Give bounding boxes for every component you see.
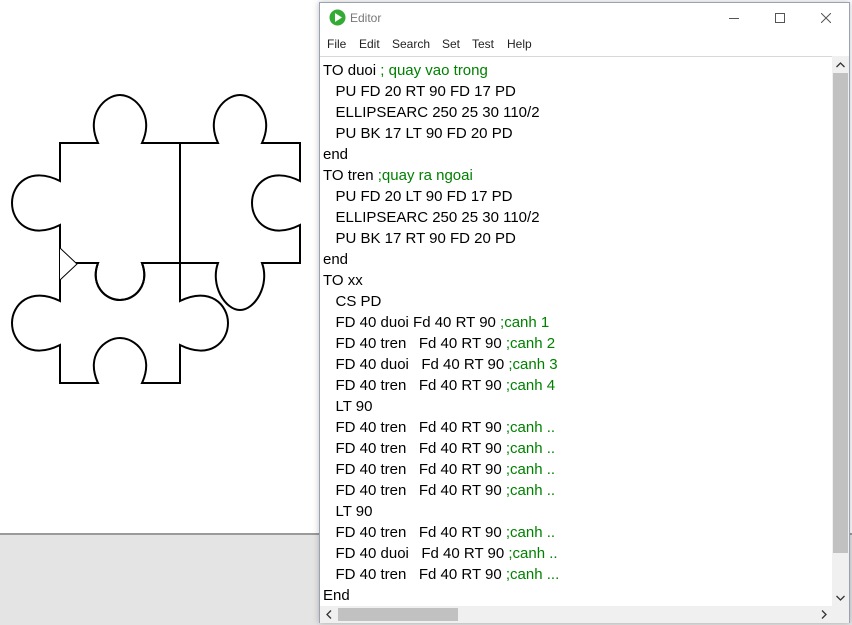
code-line: FD 40 duoi Fd 40 RT 90 ;canh .. <box>323 545 558 562</box>
minimize-button[interactable] <box>711 3 757 33</box>
code-line: PU BK 17 LT 90 FD 20 PD <box>323 125 513 142</box>
minimize-icon <box>729 18 739 19</box>
menu-set[interactable]: Set <box>442 37 461 51</box>
chevron-up-icon <box>836 61 845 67</box>
editor-window[interactable]: Editor File Edit Search Set Test Help TO… <box>319 2 850 623</box>
code-line: FD 40 duoi Fd 40 RT 90 ;canh 3 <box>323 356 558 373</box>
chevron-right-icon <box>821 610 827 619</box>
code-line: FD 40 tren Fd 40 RT 90 ;canh 4 <box>323 377 556 394</box>
scroll-left-button[interactable] <box>320 606 337 623</box>
scroll-right-button[interactable] <box>815 606 832 623</box>
vertical-scrollbar[interactable] <box>832 56 849 606</box>
close-icon <box>821 13 831 23</box>
code-editor[interactable]: TO duoi ; quay vao trong PU FD 20 RT 90 … <box>320 56 832 607</box>
chevron-down-icon <box>836 595 845 601</box>
scrollbar-corner <box>832 606 849 623</box>
horizontal-scrollbar[interactable] <box>320 606 832 623</box>
turtle-cursor-icon <box>59 247 78 281</box>
scroll-up-button[interactable] <box>832 56 849 73</box>
menu-test[interactable]: Test <box>472 37 495 51</box>
code-line: TO xx <box>323 272 363 289</box>
code-line: FD 40 tren Fd 40 RT 90 ;canh .. <box>323 482 556 499</box>
code-line: FD 40 tren Fd 40 RT 90 ;canh .. <box>323 440 556 457</box>
maximize-icon <box>775 13 785 23</box>
maximize-button[interactable] <box>757 3 803 33</box>
code-line: FD 40 tren Fd 40 RT 90 ;canh ... <box>323 566 560 583</box>
title-bar[interactable]: Editor <box>320 3 849 33</box>
puzzle-piece-bottom-left <box>10 262 230 384</box>
menu-bar: File Edit Search Set Test Help <box>320 33 849 55</box>
code-line: TO tren ;quay ra ngoai <box>323 167 473 184</box>
play-triangle-icon <box>329 9 346 26</box>
window-title: Editor <box>350 11 382 25</box>
code-line: PU FD 20 RT 90 FD 17 PD <box>323 83 516 100</box>
close-button[interactable] <box>803 3 849 33</box>
code-line: TO duoi ; quay vao trong <box>323 62 488 79</box>
code-line: CS PD <box>323 293 382 310</box>
menu-help[interactable]: Help <box>507 37 532 51</box>
menu-search[interactable]: Search <box>392 37 431 51</box>
code-line: end <box>323 146 349 163</box>
code-line: FD 40 tren Fd 40 RT 90 ;canh .. <box>323 461 556 478</box>
menu-edit[interactable]: Edit <box>359 37 380 51</box>
scroll-down-button[interactable] <box>832 589 849 606</box>
code-line: FD 40 tren Fd 40 RT 90 ;canh .. <box>323 524 556 541</box>
code-line: LT 90 <box>323 503 373 520</box>
code-line: end <box>323 251 349 268</box>
code-line: PU BK 17 RT 90 FD 20 PD <box>323 230 516 247</box>
code-line: FD 40 tren Fd 40 RT 90 ;canh .. <box>323 419 556 436</box>
puzzle-drawing <box>10 93 301 384</box>
code-line: FD 40 duoi Fd 40 RT 90 ;canh 1 <box>323 314 550 331</box>
code-line: PU FD 20 LT 90 FD 17 PD <box>323 188 513 205</box>
vertical-scroll-thumb[interactable] <box>833 73 848 553</box>
menu-file[interactable]: File <box>327 37 347 51</box>
code-line: ELLIPSEARC 250 25 30 110/2 <box>323 104 540 121</box>
horizontal-scroll-thumb[interactable] <box>338 608 458 621</box>
code-line: ELLIPSEARC 250 25 30 110/2 <box>323 209 540 226</box>
code-line: LT 90 <box>323 398 373 415</box>
chevron-left-icon <box>325 610 331 619</box>
code-line: FD 40 tren Fd 40 RT 90 ;canh 2 <box>323 335 556 352</box>
puzzle-piece-top-right <box>179 93 301 312</box>
code-line: End <box>323 587 350 604</box>
puzzle-pieces <box>10 93 301 384</box>
